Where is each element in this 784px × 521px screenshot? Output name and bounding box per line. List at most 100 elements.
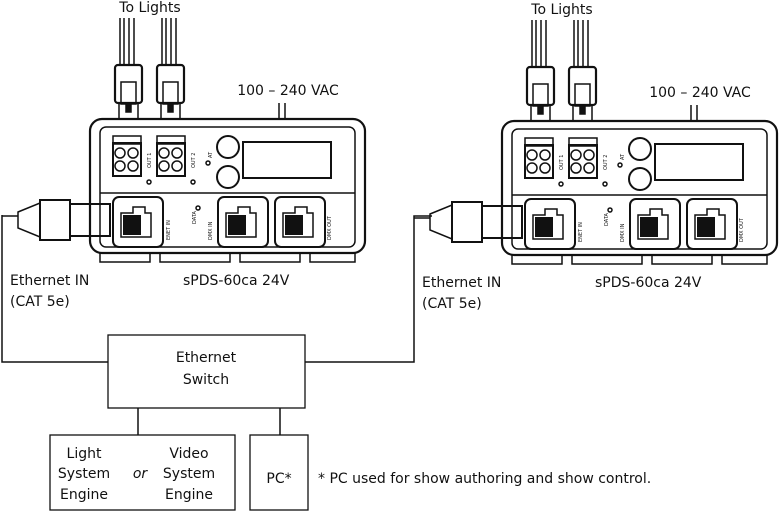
connector-pin <box>583 149 595 161</box>
port-label-enet_in: ENET IN <box>578 222 584 242</box>
port-label-out1: OUT 1 <box>147 153 153 168</box>
device-body <box>500 119 779 257</box>
device-foot <box>159 253 231 263</box>
rj45-jack-dmx_out: DMX OUT <box>686 198 745 250</box>
plug-head <box>481 205 523 239</box>
video-engine-1: Video <box>169 446 208 462</box>
connector-icon <box>156 142 186 177</box>
status-led <box>602 181 608 187</box>
device-foot <box>309 253 356 263</box>
connector-pin <box>127 160 139 172</box>
output-connector-2: OUT 2 <box>568 137 609 187</box>
device-body <box>88 117 367 255</box>
output-connector-1: OUT 1 <box>112 135 153 185</box>
data-led <box>607 207 613 213</box>
plug-neck <box>572 105 593 122</box>
connector-pin <box>539 149 551 161</box>
plug-boot <box>17 201 41 239</box>
light-engine-1: Light <box>67 446 102 462</box>
rj45-jack-icon <box>686 198 738 250</box>
rj45-jack-enet_in: ENET IN <box>112 196 172 248</box>
jack-socket <box>532 208 564 240</box>
plug-tip <box>167 102 174 113</box>
rj45-jack-icon <box>217 196 269 248</box>
engine-box <box>49 434 236 511</box>
port-label-data: DATA <box>192 211 198 224</box>
connector-icon <box>112 142 142 177</box>
port-label-dmx_in: DMX IN <box>620 223 626 242</box>
plug-tip <box>579 104 586 115</box>
device-foot <box>651 255 713 265</box>
switch-label-1: Ethernet <box>176 350 237 366</box>
power-cord <box>278 103 286 120</box>
jack-socket <box>225 206 257 238</box>
port-label-enet_in: ENET IN <box>166 220 172 240</box>
port-label-out1: OUT 1 <box>559 155 565 170</box>
connector-pin <box>539 162 551 174</box>
port-label-dmx_in: DMX IN <box>208 221 214 240</box>
rj45-jack-dmx_out: DMX OUT <box>274 196 333 248</box>
rj45-jack-dmx_in: DMX IN <box>620 198 681 250</box>
jack-contacts <box>640 217 658 237</box>
device-foot <box>511 255 563 265</box>
video-engine-3: Engine <box>165 487 213 503</box>
plug-icon <box>525 65 556 107</box>
connector-pin <box>570 162 582 174</box>
connector-pin <box>114 147 126 159</box>
port-label-out2: OUT 2 <box>191 153 197 168</box>
plug-latch <box>120 81 137 105</box>
plug-neck <box>530 105 551 122</box>
plug-neck <box>160 103 181 120</box>
power-cord <box>690 105 698 122</box>
plug-latch <box>162 81 179 105</box>
connector-icon <box>524 144 554 179</box>
connector-pin <box>114 160 126 172</box>
plug-icon <box>113 63 144 105</box>
power-label: 100 – 240 VAC <box>237 83 339 99</box>
port-label-dmx_out: DMX OUT <box>327 215 333 240</box>
connector-pin <box>171 160 183 172</box>
data-led <box>195 205 201 211</box>
at-led <box>205 160 211 166</box>
rj45-jack-icon <box>112 196 164 248</box>
connector-pin <box>583 162 595 174</box>
device-foot <box>239 253 301 263</box>
rj45-jack-icon <box>629 198 681 250</box>
jack-contacts <box>535 217 553 237</box>
jack-socket <box>637 208 669 240</box>
light-cable-1 <box>113 18 144 120</box>
plug-neck <box>118 103 139 120</box>
device-foot <box>721 255 768 265</box>
jack-contacts <box>123 215 141 235</box>
rj45-jack-icon <box>274 196 326 248</box>
status-led <box>190 179 196 185</box>
cable-type-label: (CAT 5e) <box>10 294 70 310</box>
cable-type-label: (CAT 5e) <box>422 296 482 312</box>
ethernet-in-label: Ethernet IN <box>422 275 501 291</box>
ethernet-in-label: Ethernet IN <box>10 273 89 289</box>
plug-body <box>451 201 483 243</box>
device-foot <box>99 253 151 263</box>
connector-pin <box>158 160 170 172</box>
button-icon <box>216 165 240 189</box>
jack-contacts <box>697 217 715 237</box>
port-label-at: AT <box>620 153 626 160</box>
connector-pin <box>171 147 183 159</box>
output-connector-1: OUT 1 <box>524 137 565 187</box>
to-lights-label: To Lights <box>118 0 180 16</box>
status-led <box>146 179 152 185</box>
rj45-jack-enet_in: ENET IN <box>524 198 584 250</box>
display-screen <box>242 141 332 179</box>
port-label-dmx_out: DMX OUT <box>739 217 745 242</box>
light-cable-2 <box>567 20 598 122</box>
connector-pin <box>526 162 538 174</box>
connector-pin <box>526 149 538 161</box>
light-cable-1 <box>525 20 556 122</box>
ethernet-cable-right <box>305 215 432 363</box>
video-engine-2: System <box>163 466 215 482</box>
light-engine-3: Engine <box>60 487 108 503</box>
rj45-jack-dmx_in: DMX IN <box>208 196 269 248</box>
rj45-jack-icon <box>524 198 576 250</box>
